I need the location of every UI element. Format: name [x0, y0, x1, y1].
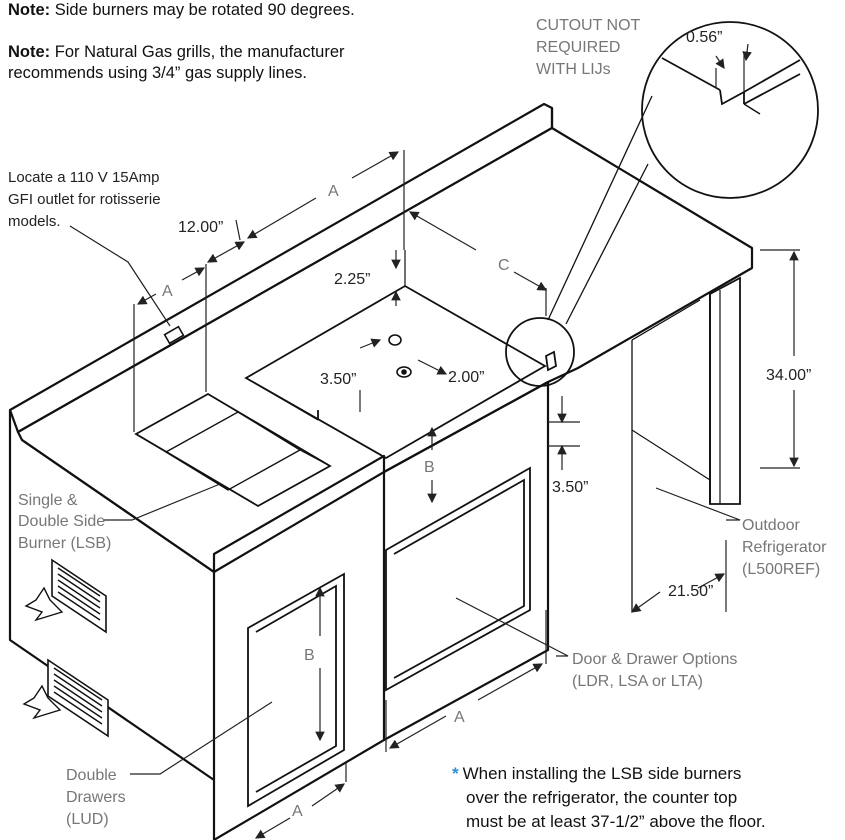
dim-200: 2.00”: [448, 369, 484, 386]
note-text: recommends using 3/4” gas supply lines.: [8, 64, 307, 82]
door-label: (LDR, LSA or LTA): [572, 673, 703, 690]
gfi-outlet: [163, 325, 185, 345]
dim-350-left: 3.50”: [320, 371, 356, 388]
airflow-arrow-lower: [22, 684, 62, 720]
grill-cutout: [244, 250, 547, 460]
dim-c: C: [498, 257, 510, 274]
note-rotation: Note: Side burners may be rotated 90 deg…: [8, 0, 355, 21]
cutout-label: REQUIRED: [536, 39, 620, 56]
note-text: For Natural Gas grills, the manufacturer: [50, 43, 345, 61]
dim-b-left: B: [304, 647, 315, 664]
detail-magnifier: [505, 21, 819, 387]
dimension-lines: [133, 43, 800, 839]
dim-a-left: A: [162, 283, 173, 300]
vent-upper: [51, 558, 107, 634]
door-opening: [385, 466, 531, 692]
dim-a-bottom: A: [292, 803, 303, 820]
cutout-label: CUTOUT NOT: [536, 17, 641, 34]
fridge-label: (L500REF): [742, 561, 820, 578]
dim-b-top: B: [424, 459, 435, 476]
vent-lower: [47, 658, 109, 738]
outlet-label: models.: [8, 213, 61, 230]
lud-label: (LUD): [66, 811, 109, 828]
door-label: Door & Drawer Options: [572, 651, 737, 668]
fridge-label: Outdoor: [742, 517, 800, 534]
dim-350-right: 3.50”: [552, 479, 588, 496]
cutout-label: WITH LIJs: [536, 61, 611, 78]
lud-label: Double: [66, 767, 117, 784]
footnote-line: When installing the LSB side burners: [462, 764, 742, 783]
note-gas-supply: Note: For Natural Gas grills, the manufa…: [8, 42, 345, 84]
refrigerator-area: [631, 276, 741, 612]
island-structure: [8, 102, 754, 840]
footnote: *When installing the LSB side burners ov…: [452, 762, 845, 834]
outlet-label: Locate a 110 V 15Amp: [8, 169, 160, 186]
side-burner-cutout: [134, 392, 332, 508]
dim-2150: 21.50”: [668, 583, 713, 600]
lsb-label: Burner (LSB): [18, 535, 111, 552]
dim-3400: 34.00”: [766, 367, 811, 384]
airflow-arrow-upper: [24, 586, 64, 622]
right-cabinet: [383, 380, 550, 741]
fridge-label: Refrigerator: [742, 539, 827, 556]
dim-056: 0.56”: [686, 29, 722, 46]
dim-a-front: A: [454, 709, 465, 726]
gas-holes: [388, 334, 412, 378]
dim-1200: 12.00”: [178, 219, 223, 236]
outlet-label: GFI outlet for rotisserie: [8, 191, 161, 208]
lsb-label: Single &: [18, 492, 78, 509]
dim-225: 2.25”: [334, 271, 370, 288]
lud-label: Drawers: [66, 789, 126, 806]
front-wall-right: [213, 470, 386, 840]
dimension-labels: 0.56” 12.00” 2.25” 3.50” 2.00” 3.50” 34.…: [162, 29, 811, 820]
footnote-star: *: [452, 764, 459, 783]
dim-a-top: A: [328, 183, 339, 200]
note-label: Note:: [8, 43, 51, 61]
leader-lines: [69, 225, 741, 775]
note-text: Side burners may be rotated 90 degrees.: [50, 1, 355, 19]
footnote-line: must be at least 37-1/2” above the floor…: [466, 812, 766, 831]
drawer-opening-lud: [247, 572, 345, 808]
footnote-line: over the refrigerator, the counter top: [466, 788, 738, 807]
note-label: Note:: [8, 1, 51, 19]
lsb-label: Double Side: [18, 513, 105, 530]
callout-labels: CUTOUT NOT REQUIRED WITH LIJs Locate a 1…: [8, 17, 827, 828]
